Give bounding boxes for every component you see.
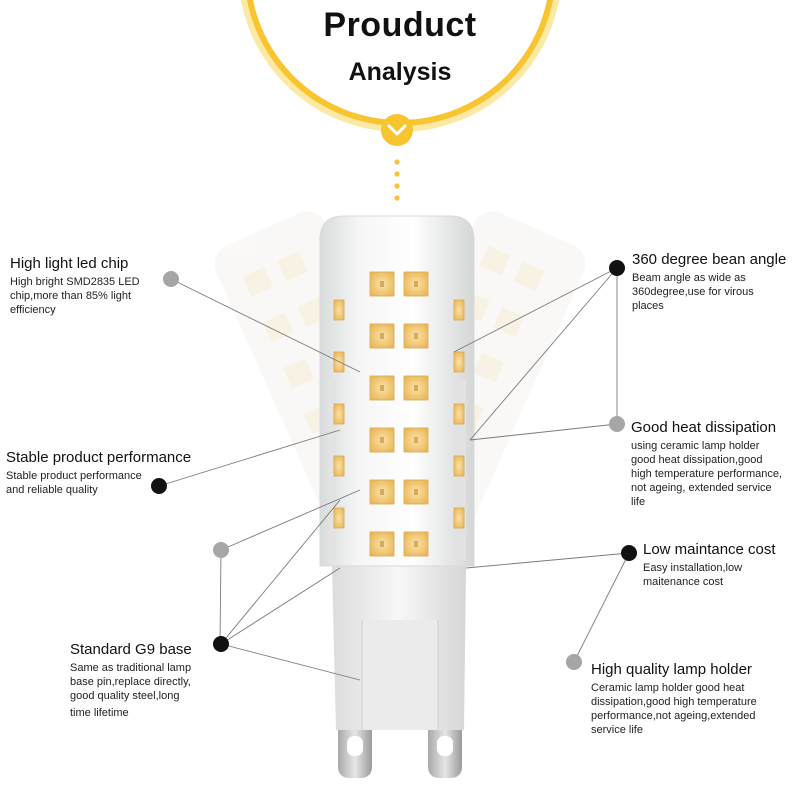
feature-description: Stable product performance and reliable … xyxy=(6,470,142,496)
leader-lines xyxy=(158,267,630,681)
feature-beam-angle: 360 degree bean angle Beam angle as wide… xyxy=(632,251,786,313)
g9-lamp xyxy=(319,215,475,778)
feature-stable-performance: Stable product performance Stable produc… xyxy=(6,449,191,497)
led-pad-marks xyxy=(380,281,418,547)
chevron-down-icon xyxy=(381,114,413,146)
feature-title: Good heat dissipation xyxy=(631,419,777,436)
feature-description: using ceramic lamp holder good heat diss… xyxy=(631,440,783,508)
feature-led-chip: High light led chip High bright SMD2835 … xyxy=(10,255,140,317)
page-subtitle: Analysis xyxy=(348,58,452,86)
callout-dots xyxy=(151,260,637,670)
feature-description: Same as traditional lamp base pin,replac… xyxy=(70,662,192,719)
feature-title: Stable product performance xyxy=(6,449,192,466)
feature-title: Low maintance cost xyxy=(643,541,776,558)
page-title: Prouduct xyxy=(323,6,477,44)
feature-description: Easy installation,low maitenance cost xyxy=(643,562,743,588)
feature-lamp-holder: High quality lamp holder Ceramic lamp ho… xyxy=(591,661,757,737)
feature-description: Ceramic lamp holder good heat dissipatio… xyxy=(591,682,757,736)
header-circle xyxy=(240,0,560,132)
feature-heat-dissipation: Good heat dissipation using ceramic lamp… xyxy=(631,419,782,509)
feature-title: High quality lamp holder xyxy=(591,661,752,678)
lamp-pins xyxy=(338,720,462,778)
feature-description: High bright SMD2835 LED chip,more than 8… xyxy=(10,276,140,316)
ceramic-base xyxy=(332,566,466,730)
dotted-connector xyxy=(394,159,400,201)
feature-low-maintenance: Low maintance cost Easy installation,low… xyxy=(643,541,776,589)
feature-title: 360 degree bean angle xyxy=(632,251,787,268)
feature-description: Beam angle as wide as 360degree,use for … xyxy=(632,272,754,312)
feature-title: High light led chip xyxy=(10,255,129,272)
feature-g9-base: Standard G9 base Same as traditional lam… xyxy=(70,641,192,720)
feature-title: Standard G9 base xyxy=(70,641,192,658)
